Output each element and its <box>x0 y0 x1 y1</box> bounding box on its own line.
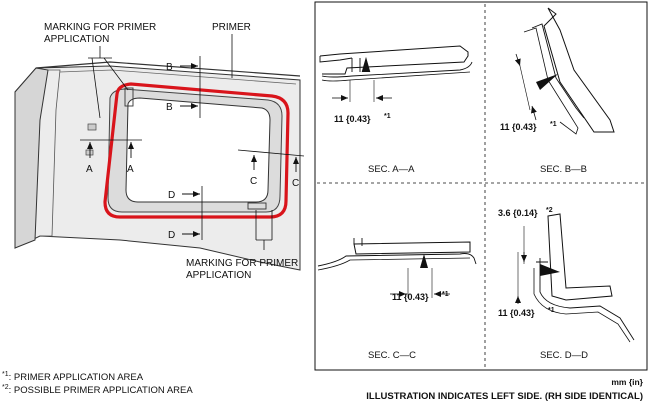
section-d-d-title: SEC. D—D <box>540 350 588 361</box>
section-c-c: 11 {0.43} *1 SEC. C—C <box>317 238 477 361</box>
dim-b-b-ref: *1 <box>550 121 557 128</box>
section-b-letter: B <box>166 62 173 73</box>
note-possible-area: *2: POSSIBLE PRIMER APPLICATION AREA <box>2 384 193 397</box>
section-c-letter: C <box>292 178 299 189</box>
dim-a-a-ref: *1 <box>384 113 391 120</box>
dim-d-d-ref: *1 <box>548 307 555 314</box>
left-callouts: MARKING FOR PRIMER APPLICATION PRIMER B … <box>44 22 305 281</box>
section-b-letter: B <box>166 102 173 113</box>
section-panel <box>314 1 648 371</box>
marking-top <box>124 87 134 107</box>
section-c-c-title: SEC. C—C <box>368 350 416 361</box>
note-primer-area: *1: PRIMER APPLICATION AREA <box>2 371 144 384</box>
dim-d-d-top-ref: *2 <box>546 207 553 214</box>
illustration-note: ILLUSTRATION INDICATES LEFT SIDE. (RH SI… <box>366 391 643 402</box>
section-a-letter: A <box>127 164 134 175</box>
clip-hole <box>85 149 94 156</box>
marking-bottom-label-1: MARKING FOR PRIMER <box>186 258 298 269</box>
window-opening <box>125 97 271 203</box>
marking-bottom <box>247 202 267 210</box>
section-d-letter: D <box>168 230 175 241</box>
section-a-a-title: SEC. A—A <box>368 164 415 175</box>
dim-d-d: 11 {0.43} <box>498 308 535 318</box>
marking-top-label-2: APPLICATION <box>44 34 109 45</box>
marking-top-label-1: MARKING FOR PRIMER <box>44 22 156 33</box>
primer-label: PRIMER <box>212 22 251 33</box>
section-a-a: 11 {0.43} *1 SEC. A—A <box>319 45 473 175</box>
dim-a-a: 11 {0.43} <box>334 114 371 124</box>
vehicle-body-illustration <box>14 61 301 271</box>
primer-bead <box>103 82 290 219</box>
section-b-b: 11 {0.43} *1 SEC. B—B <box>500 7 615 175</box>
section-d-d: 3.6 {0.14} *2 11 {0.43} *1 SEC. D—D <box>498 207 635 361</box>
dim-c-c-ref: *1 <box>442 291 449 298</box>
clip-hole <box>87 123 97 131</box>
marking-bottom-label-2: APPLICATION <box>186 270 251 281</box>
section-c-letter: C <box>250 176 257 187</box>
roof-rail <box>35 61 301 77</box>
dim-b-b: 11 {0.43} <box>500 122 537 132</box>
section-b-b-title: SEC. B—B <box>540 164 587 175</box>
section-d-letter: D <box>168 190 175 201</box>
dim-d-d-top: 3.6 {0.14} <box>498 208 538 218</box>
dim-c-c: 11 {0.43} <box>392 292 429 302</box>
units-label: mm {in} <box>611 377 643 387</box>
section-a-letter: A <box>86 164 93 175</box>
